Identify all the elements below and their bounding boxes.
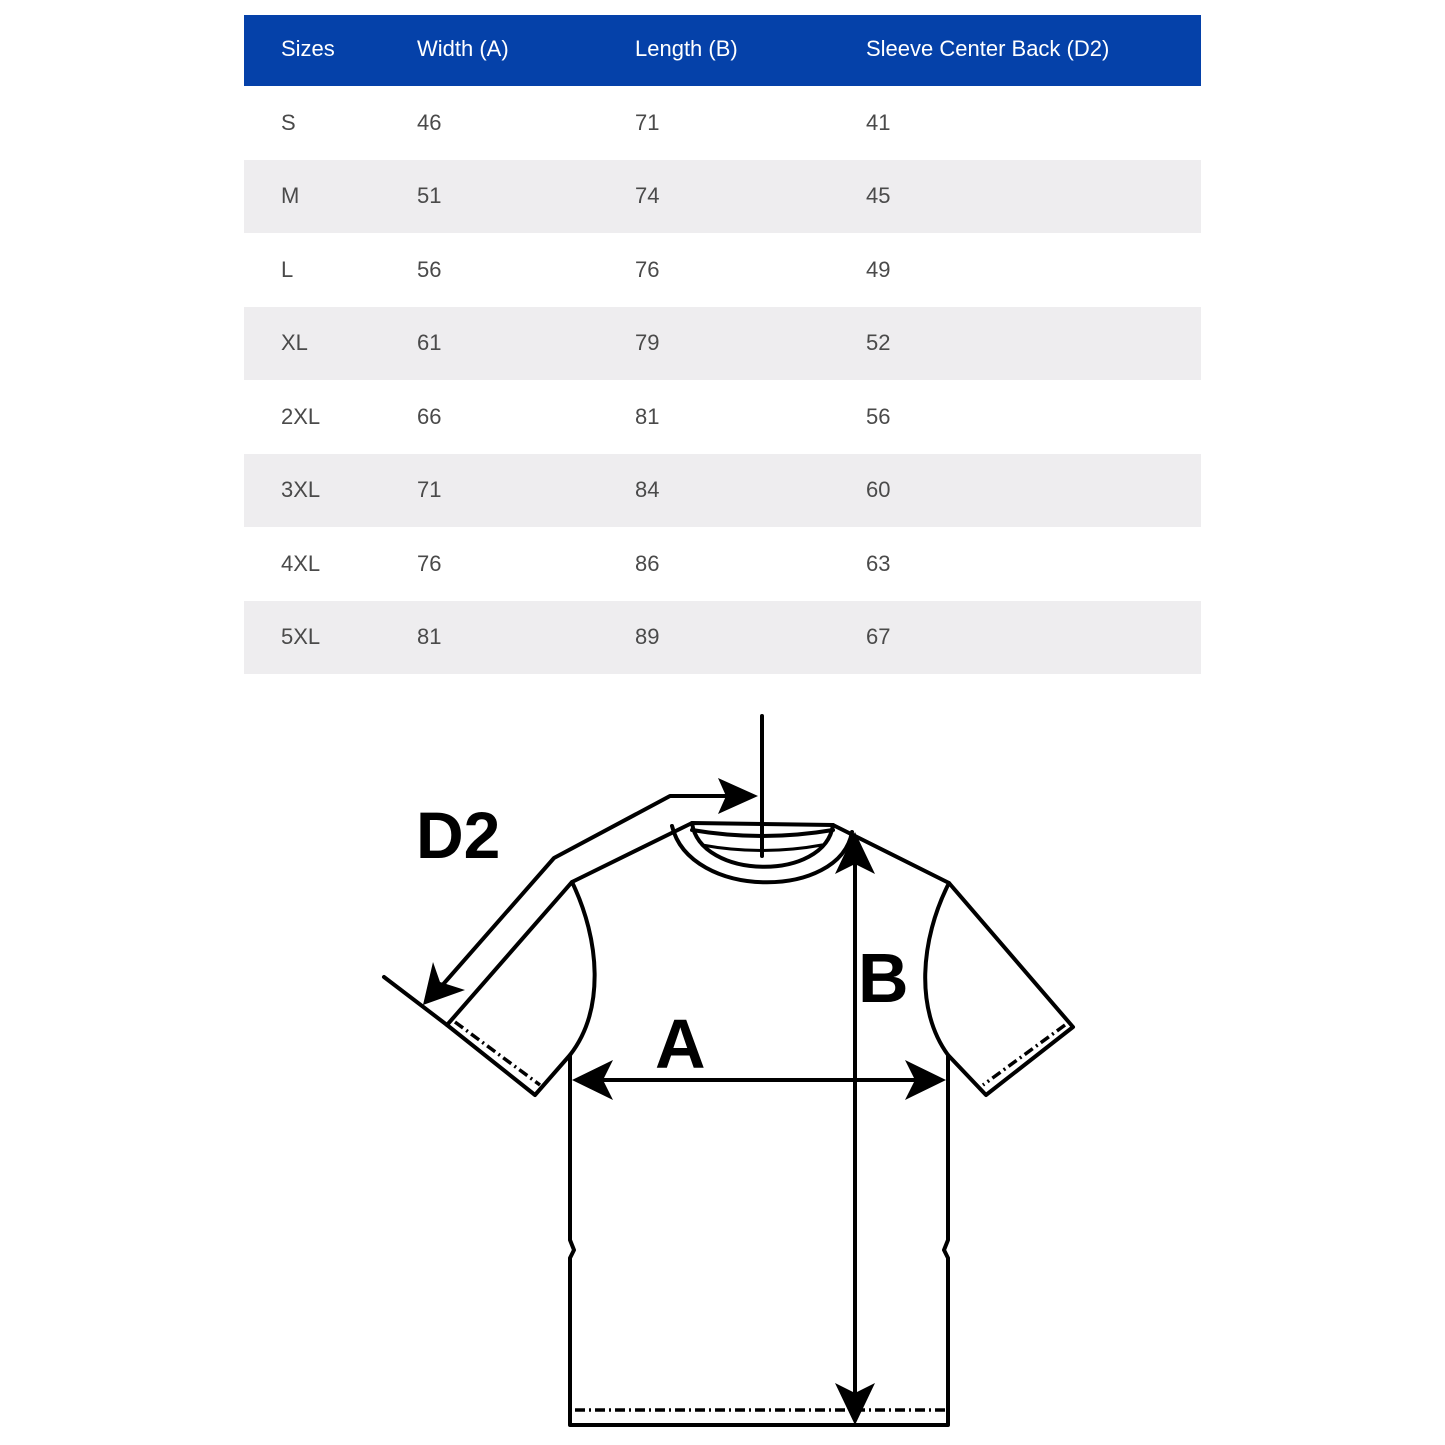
cell-length: 81 <box>635 380 866 454</box>
collar-inner <box>690 821 835 869</box>
cell-size: S <box>244 86 417 160</box>
cell-width: 46 <box>417 86 635 160</box>
d2-measure-line <box>430 794 740 999</box>
table-row: 3XL 71 84 60 <box>244 453 1201 527</box>
b-arrowhead-bottom <box>835 1383 875 1425</box>
cell-width: 76 <box>417 527 635 601</box>
label-d2: D2 <box>416 798 500 872</box>
label-a: A <box>655 1005 706 1083</box>
cell-size: 4XL <box>244 527 417 601</box>
cell-width: 81 <box>417 600 635 674</box>
d2-arrowhead-top <box>718 778 758 814</box>
tshirt-outline <box>445 821 1075 1427</box>
right-armhole <box>923 881 951 1057</box>
d2-end-tick <box>382 975 449 1027</box>
cell-length: 76 <box>635 233 866 307</box>
cell-size: 2XL <box>244 380 417 454</box>
cell-sleeve: 67 <box>866 600 1201 674</box>
cell-width: 66 <box>417 380 635 454</box>
table-row: 2XL 66 81 56 <box>244 380 1201 454</box>
cell-length: 89 <box>635 600 866 674</box>
table-row: M 51 74 45 <box>244 159 1201 233</box>
cell-width: 56 <box>417 233 635 307</box>
cell-length: 84 <box>635 453 866 527</box>
cell-length: 74 <box>635 159 866 233</box>
left-armhole <box>568 880 597 1057</box>
cell-sleeve: 52 <box>866 306 1201 380</box>
left-sleeve-stitch <box>453 1020 542 1087</box>
a-arrowhead-left <box>572 1060 613 1100</box>
size-chart-table: Sizes Width (A) Length (B) Sleeve Center… <box>244 15 1201 674</box>
table-row: 4XL 76 86 63 <box>244 527 1201 601</box>
d2-arrowhead-bottom <box>423 962 465 1005</box>
cell-size: L <box>244 233 417 307</box>
cell-sleeve: 60 <box>866 453 1201 527</box>
header-sizes: Sizes <box>244 15 417 86</box>
cell-size: 5XL <box>244 600 417 674</box>
cell-sleeve: 41 <box>866 86 1201 160</box>
header-sleeve: Sleeve Center Back (D2) <box>866 15 1201 86</box>
cell-width: 71 <box>417 453 635 527</box>
cell-length: 79 <box>635 306 866 380</box>
header-length: Length (B) <box>635 15 866 86</box>
cell-size: XL <box>244 306 417 380</box>
cell-length: 71 <box>635 86 866 160</box>
table-row: L 56 76 49 <box>244 233 1201 307</box>
right-sleeve-stitch <box>981 1023 1067 1087</box>
collar-outer <box>670 824 854 885</box>
cell-length: 86 <box>635 527 866 601</box>
cell-size: 3XL <box>244 453 417 527</box>
label-b: B <box>858 939 909 1017</box>
cell-width: 61 <box>417 306 635 380</box>
tshirt-measurement-diagram: D2 A B <box>382 714 1075 1427</box>
cell-sleeve: 45 <box>866 159 1201 233</box>
cell-sleeve: 63 <box>866 527 1201 601</box>
b-arrowhead-top <box>835 832 875 874</box>
cell-sleeve: 56 <box>866 380 1201 454</box>
a-arrowhead-right <box>905 1060 946 1100</box>
cell-width: 51 <box>417 159 635 233</box>
cell-size: M <box>244 159 417 233</box>
table-row: S 46 71 41 <box>244 86 1201 160</box>
header-width: Width (A) <box>417 15 635 86</box>
table-header-row: Sizes Width (A) Length (B) Sleeve Center… <box>244 15 1201 86</box>
table-row: 5XL 81 89 67 <box>244 600 1201 674</box>
cell-sleeve: 49 <box>866 233 1201 307</box>
table-row: XL 61 79 52 <box>244 306 1201 380</box>
